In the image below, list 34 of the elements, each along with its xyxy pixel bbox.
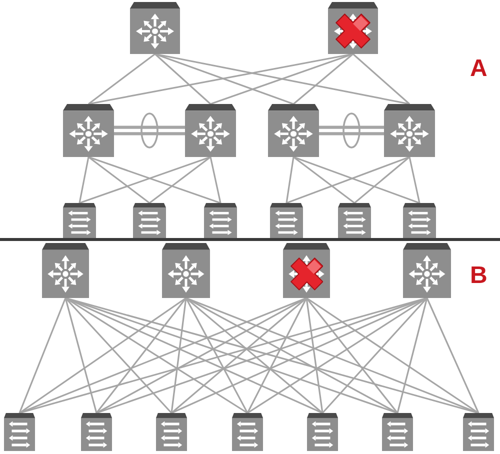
link-line [306, 298, 398, 414]
link-line [246, 298, 308, 414]
link-line [293, 156, 355, 204]
link-line [408, 156, 420, 204]
link-line [185, 298, 248, 414]
link-line [170, 297, 308, 414]
link-line [149, 156, 211, 204]
section-label: A [470, 57, 488, 81]
link-line [18, 298, 66, 414]
link-line [292, 53, 354, 105]
link-line [64, 297, 172, 414]
link-line [88, 53, 156, 105]
link-line [352, 53, 410, 105]
link-line [210, 156, 222, 204]
link-line [88, 156, 150, 204]
link-line [19, 297, 186, 414]
link-line [210, 53, 354, 105]
link-line [96, 298, 187, 414]
section-label: B [470, 264, 488, 288]
link-line [185, 297, 324, 414]
link-line [426, 298, 480, 414]
link-line [170, 298, 187, 414]
link-line [396, 298, 428, 414]
link-line [64, 298, 98, 414]
link-line [112, 126, 187, 136]
link-line [322, 297, 428, 414]
link-line [154, 53, 294, 105]
link-line [78, 156, 90, 204]
link-line [306, 297, 479, 414]
link-line [306, 298, 324, 414]
link-line [317, 126, 386, 136]
link-line [354, 156, 410, 204]
link-line [154, 53, 212, 105]
link-line [286, 156, 294, 204]
